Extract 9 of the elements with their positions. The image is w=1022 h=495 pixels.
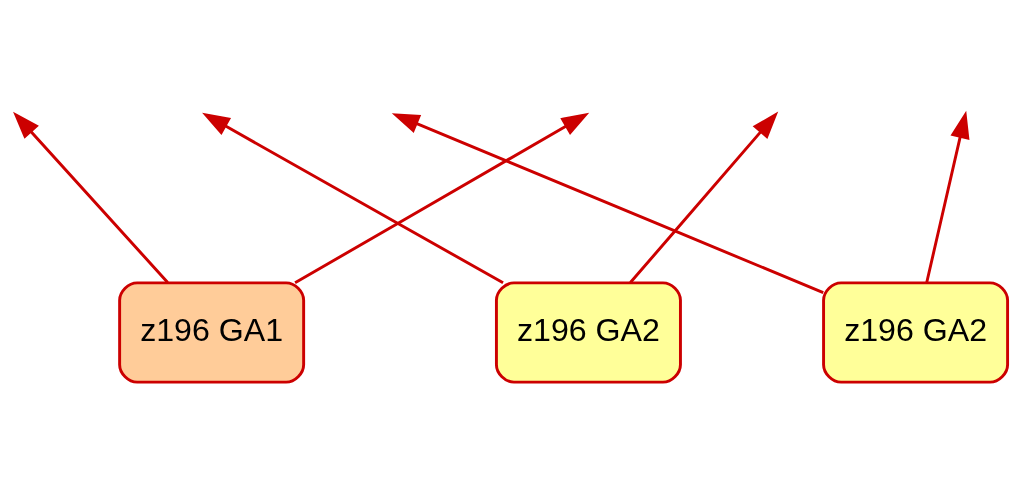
arrow — [391, 112, 824, 294]
arrow — [201, 112, 504, 284]
arrow — [12, 111, 169, 283]
arrow — [628, 111, 778, 283]
arrow — [293, 112, 589, 284]
node-box: z196 GA2 — [494, 280, 682, 384]
arrow — [924, 110, 969, 283]
node-box: z196 GA1 — [117, 280, 305, 384]
node-box: z196 GA2 — [821, 280, 1009, 384]
